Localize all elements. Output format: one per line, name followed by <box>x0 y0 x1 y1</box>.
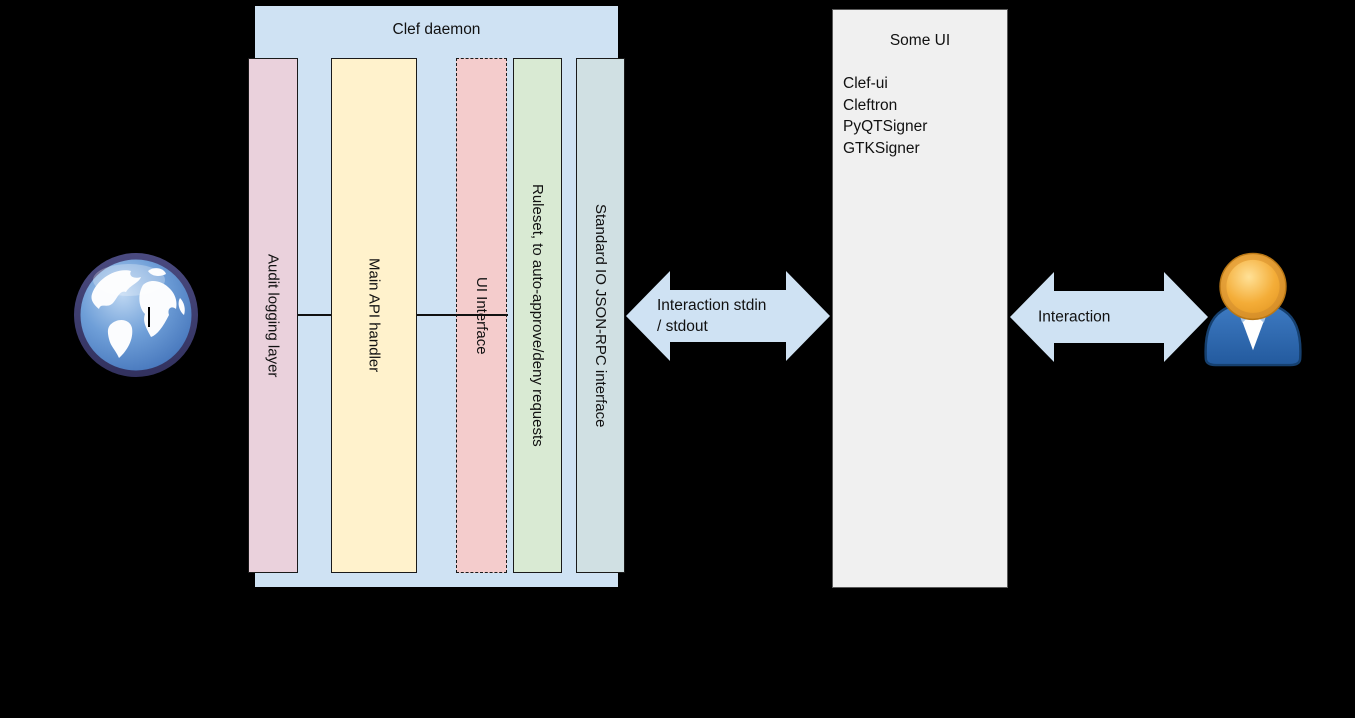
some-ui-box: Some UI Clef-ui Cleftron PyQTSigner GTKS… <box>832 9 1008 588</box>
layer-audit-logging: Audit logging layer <box>248 58 298 573</box>
arrow-stdio-interaction: Interaction stdin / stdout <box>626 271 830 361</box>
some-ui-item: Cleftron <box>843 96 898 114</box>
clef-daemon-title: Clef daemon <box>392 21 481 38</box>
globe-icon <box>74 253 198 377</box>
layer-ruleset: Ruleset, to auto-approve/deny requests <box>513 58 562 573</box>
arrow-stdio-interaction-label: Interaction stdin / stdout <box>657 297 767 335</box>
clef-daemon-box: Clef daemon <box>255 6 618 587</box>
person-icon <box>1204 252 1302 367</box>
connector-audit-to-api <box>298 314 331 316</box>
connector-api-to-ui <box>417 314 508 316</box>
some-ui-item: GTKSigner <box>843 140 920 158</box>
layer-ui-interface: UI Interface <box>456 58 507 573</box>
layer-main-api-handler-label: Main API handler <box>365 258 383 373</box>
some-ui-title: Some UI <box>889 32 951 49</box>
layer-audit-logging-label: Audit logging layer <box>264 253 282 378</box>
layer-stdio-jsonrpc-label: Standard IO JSON-RPC interface <box>592 203 609 428</box>
some-ui-item: Clef-ui <box>843 75 888 92</box>
some-ui-list: Clef-ui Cleftron PyQTSigner GTKSigner <box>843 73 927 160</box>
arrow-user-interaction: Interaction <box>1010 272 1208 362</box>
layer-stdio-jsonrpc: Standard IO JSON-RPC interface <box>576 58 625 573</box>
layer-main-api-handler: Main API handler <box>331 58 417 573</box>
layer-ruleset-label: Ruleset, to auto-approve/deny requests <box>529 184 546 447</box>
some-ui-item: PyQTSigner <box>843 118 928 136</box>
arrow-user-interaction-label: Interaction <box>1038 308 1111 326</box>
globe-cursor-tick <box>148 307 150 327</box>
